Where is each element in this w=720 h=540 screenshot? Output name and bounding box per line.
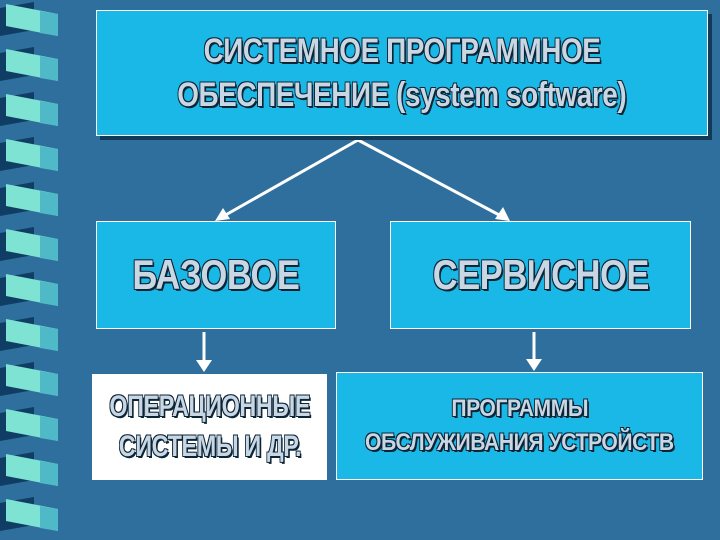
- title-box: СИСТЕМНОЕ ПРОГРАММНОЕ ОБЕСПЕЧЕНИЕ (syste…: [96, 10, 708, 136]
- service-software-label: СЕРВИСНОЕ: [432, 251, 649, 298]
- device-programs-line-2: ОБСЛУЖИВАНИЯ УСТРОЙСТВ: [365, 429, 674, 456]
- arrow-head-os: [196, 360, 212, 372]
- operating-systems-line-1: ОПЕРАЦИОННЫЕ: [109, 390, 310, 423]
- title-line-2: ОБЕСПЕЧЕНИЕ (system software): [177, 76, 627, 114]
- binding-ring: [0, 2, 58, 36]
- arrow-to-base: [221, 138, 359, 219]
- arrow-head-device-programs: [526, 359, 542, 371]
- binding-ring: [0, 182, 58, 216]
- base-software-label: БАЗОВОЕ: [132, 251, 300, 298]
- service-software-box: СЕРВИСНОЕ: [390, 221, 691, 329]
- binding-ring: [0, 137, 58, 171]
- operating-systems-line-2: СИСТЕМЫ И ДР.: [118, 430, 301, 463]
- binding-strip: [0, 0, 90, 540]
- operating-systems-box: ОПЕРАЦИОННЫЕ СИСТЕМЫ И ДР.: [92, 374, 327, 480]
- base-software-box: БАЗОВОЕ: [96, 221, 336, 329]
- binding-ring: [0, 317, 58, 351]
- arrow-to-service: [357, 138, 504, 219]
- binding-ring: [0, 227, 58, 261]
- device-programs-line-1: ПРОГРАММЫ: [451, 395, 588, 422]
- device-service-programs-box: ПРОГРАММЫ ОБСЛУЖИВАНИЯ УСТРОЙСТВ: [336, 372, 703, 480]
- arrow-head-service: [495, 207, 510, 221]
- binding-ring: [0, 92, 58, 126]
- binding-ring: [0, 362, 58, 396]
- binding-ring: [0, 452, 58, 486]
- binding-ring: [0, 497, 58, 531]
- spiral-binding-decoration: [0, 0, 90, 540]
- arrow-head-base: [215, 208, 230, 221]
- binding-ring: [0, 272, 58, 306]
- title-line-1: СИСТЕМНОЕ ПРОГРАММНОЕ: [203, 32, 601, 70]
- binding-ring: [0, 407, 58, 441]
- binding-ring: [0, 47, 58, 81]
